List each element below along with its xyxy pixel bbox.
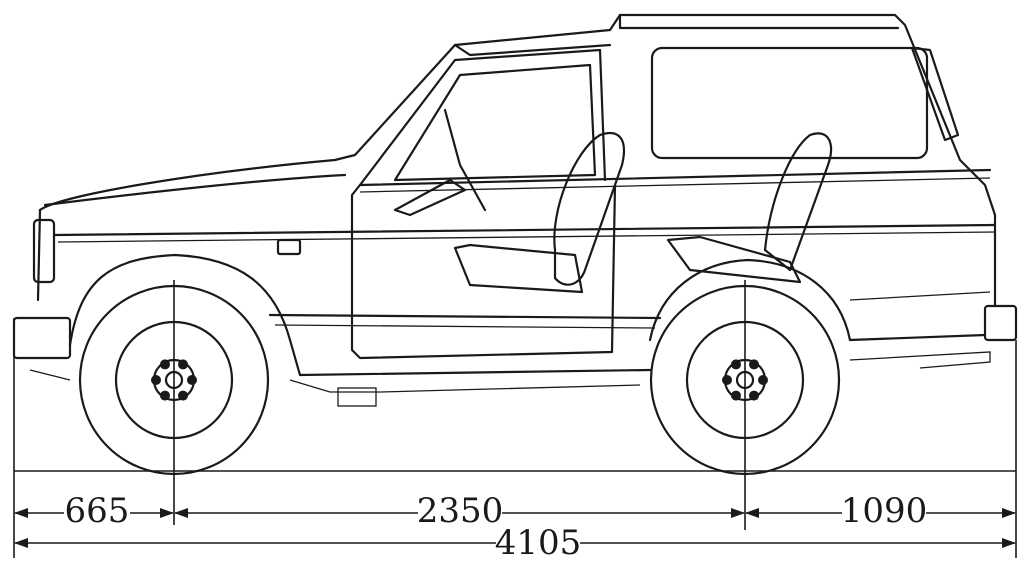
- lug-nut: [722, 375, 732, 385]
- lug-nut: [178, 390, 188, 401]
- lug-nut: [187, 375, 197, 385]
- lug-nut: [178, 359, 188, 370]
- lug-nut: [731, 390, 741, 401]
- lug-nut: [151, 375, 161, 385]
- vehicle-body: [12, 13, 1018, 407]
- overall-length-label: 4105: [495, 523, 582, 563]
- lug-nut: [758, 375, 768, 385]
- lug-nut: [160, 359, 170, 370]
- lug-nut: [731, 359, 741, 370]
- lug-nut: [160, 390, 170, 401]
- rear-overhang-label: 1090: [841, 491, 928, 531]
- lug-nut: [749, 390, 759, 401]
- dimension-lines: 665 2350 1090 4105: [13, 280, 1017, 563]
- lug-nut: [749, 359, 759, 370]
- front-overhang-label: 665: [65, 491, 130, 531]
- wheelbase-label: 2350: [417, 491, 504, 531]
- hub-bolts: [151, 359, 768, 401]
